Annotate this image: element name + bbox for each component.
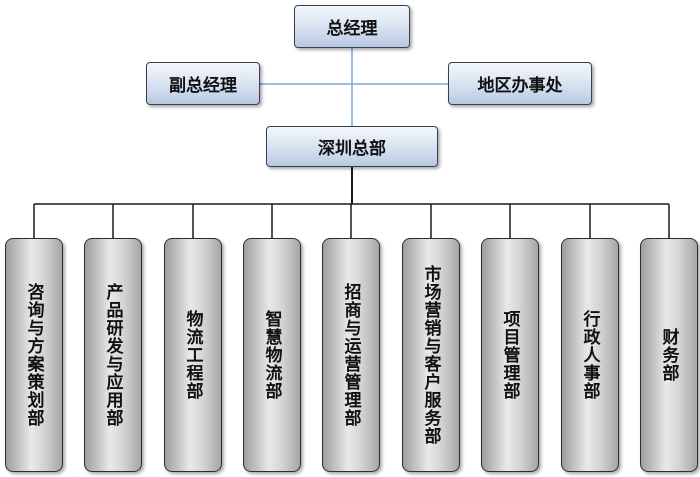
dept-marketing-customer-service[interactable]: 市场营销与客户服务部: [402, 238, 460, 472]
shenzhen-hq-label: 深圳总部: [318, 139, 386, 159]
dept-label: 财务部: [658, 328, 679, 382]
dept-label: 行政人事部: [579, 310, 600, 400]
dept-label: 产品研发与应用部: [102, 283, 123, 427]
dept-logistics-engineering[interactable]: 物流工程部: [164, 238, 222, 472]
dept-label: 物流工程部: [182, 310, 203, 400]
dept-consulting-planning[interactable]: 咨询与方案策划部: [5, 238, 63, 472]
dept-investment-operations[interactable]: 招商与运营管理部: [322, 238, 380, 472]
dept-admin-hr[interactable]: 行政人事部: [561, 238, 619, 472]
dept-smart-logistics[interactable]: 智慧物流部: [243, 238, 301, 472]
dept-label: 招商与运营管理部: [340, 283, 361, 427]
dept-project-management[interactable]: 项目管理部: [481, 238, 539, 472]
deputy-manager-box[interactable]: 副总经理: [146, 62, 260, 105]
dept-label: 市场营销与客户服务部: [420, 265, 441, 445]
shenzhen-hq-box[interactable]: 深圳总部: [266, 126, 438, 167]
dept-label: 智慧物流部: [261, 310, 282, 400]
dept-label: 咨询与方案策划部: [23, 283, 44, 427]
deputy-manager-label: 副总经理: [169, 76, 237, 96]
regional-office-label: 地区办事处: [477, 76, 563, 96]
general-manager-box[interactable]: 总经理: [294, 5, 410, 48]
dept-label: 项目管理部: [499, 310, 520, 400]
general-manager-label: 总经理: [326, 19, 378, 39]
regional-office-box[interactable]: 地区办事处: [448, 62, 592, 105]
department-drop-lines: [33, 204, 670, 238]
dept-finance[interactable]: 财务部: [640, 238, 698, 472]
dept-product-rnd[interactable]: 产品研发与应用部: [84, 238, 142, 472]
